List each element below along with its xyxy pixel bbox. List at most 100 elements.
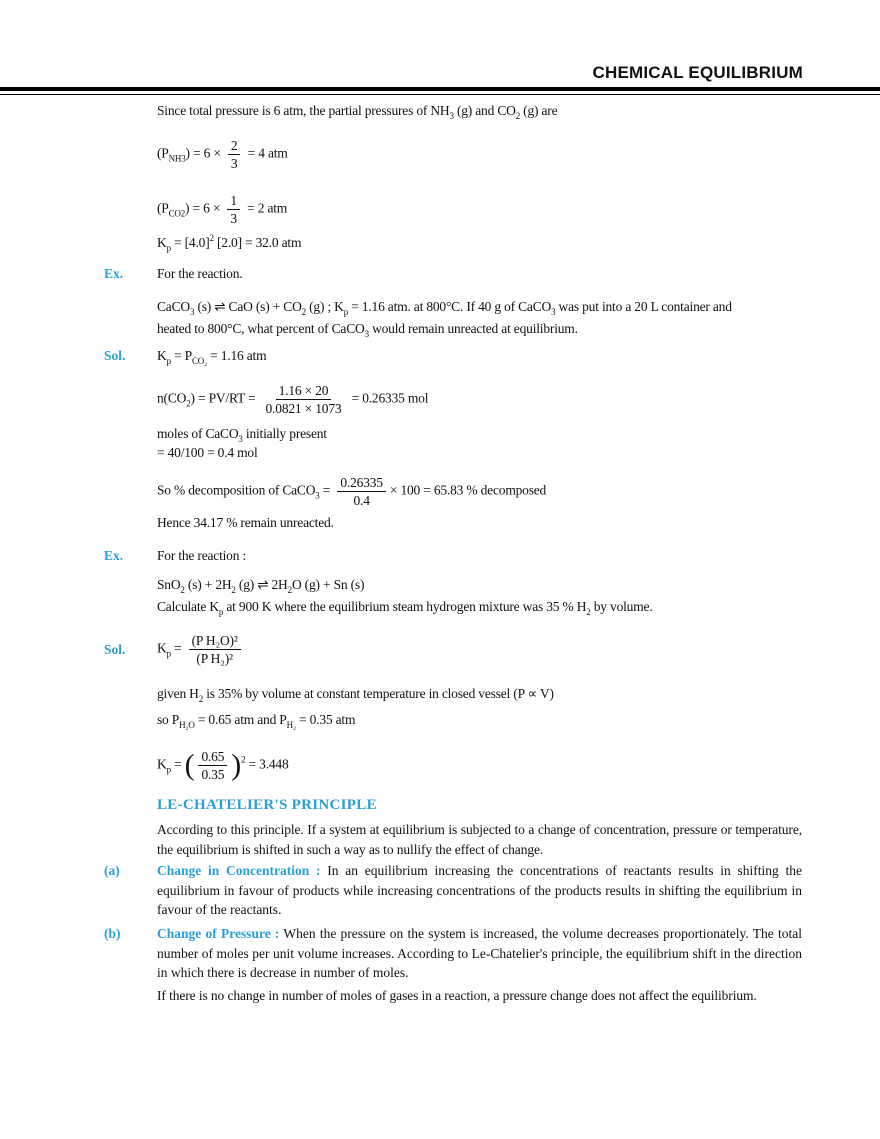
text-segment: K bbox=[157, 756, 167, 772]
text-segment: = 0.65 atm and P bbox=[194, 712, 287, 727]
subscript: 2 bbox=[287, 585, 293, 595]
numerator: 2 bbox=[227, 137, 241, 155]
text-segment: (g) are bbox=[520, 103, 558, 118]
denominator: (P H₂)² bbox=[196, 651, 233, 666]
text-segment: O (g) + Sn (s) bbox=[291, 577, 365, 592]
text-segment: (s) + 2H bbox=[184, 577, 232, 592]
text-segment: Hence 34.17 % remain unreacted. bbox=[157, 515, 334, 530]
solution-label: Sol. bbox=[104, 348, 126, 363]
text-segment: would remain unreacted at equilibrium. bbox=[368, 321, 578, 336]
solution-label: Sol. bbox=[104, 642, 126, 657]
text-segment: was put into a 20 L container and bbox=[555, 299, 732, 314]
subscript: 3 bbox=[238, 434, 243, 444]
text-segment: (P bbox=[157, 200, 169, 216]
text-segment: by volume. bbox=[590, 599, 653, 614]
text-segment: at 900 K where the equilibrium steam hyd… bbox=[223, 599, 587, 614]
text-segment: [2.0] = 32.0 atm bbox=[213, 235, 302, 250]
equation-line: Kp = (P H₂O)²(P H₂)² bbox=[157, 632, 245, 667]
subscript: 2 bbox=[231, 585, 236, 595]
concentration-paragraph: Change in Concentration : In an equilibr… bbox=[157, 861, 802, 920]
text-segment: ) = 6 × bbox=[185, 145, 224, 161]
subscript: 2 bbox=[186, 398, 191, 409]
subscript: CO bbox=[168, 208, 181, 219]
pressure-paragraph: Change of Pressure : When the pressure o… bbox=[157, 924, 802, 983]
text-segment: = 40/100 = 0.4 mol bbox=[157, 445, 258, 460]
equation-line: SnO2 (s) + 2H2 (g) ⇌ 2H2O (g) + Sn (s) bbox=[157, 576, 365, 595]
subscript: p bbox=[343, 307, 349, 317]
subscript: 2 bbox=[180, 208, 186, 219]
equation-line: Kp = PCO₂ = 1.16 atm bbox=[157, 347, 267, 366]
text-segment: = 4 atm bbox=[244, 145, 288, 161]
subscript: p bbox=[166, 356, 172, 366]
item-text: When the pressure on the system is incre… bbox=[157, 926, 802, 980]
item-marker: (a) bbox=[104, 863, 120, 878]
denominator: 3 bbox=[230, 156, 238, 171]
parenthesis: ) bbox=[231, 748, 242, 782]
subscript: 3 bbox=[364, 329, 370, 339]
text-segment: ) = 6 × bbox=[185, 200, 224, 216]
subscript: 3 bbox=[189, 307, 195, 317]
numerator: 0.65 bbox=[198, 748, 228, 766]
superscript: 2 bbox=[209, 233, 215, 243]
example-label: Ex. bbox=[104, 548, 124, 563]
superscript: 2 bbox=[241, 754, 246, 765]
item-title: Change in Concentration : bbox=[157, 863, 321, 878]
subscript: p bbox=[166, 243, 172, 253]
section-heading: LE-CHATELIER'S PRINCIPLE bbox=[157, 797, 377, 813]
text-segment: (P bbox=[157, 145, 169, 161]
text-line: CaCO3 (s) ⇌ CaO (s) + CO2 (g) ; Kp = 1.1… bbox=[157, 298, 732, 317]
subscript: 2 bbox=[180, 585, 185, 595]
text-segment: CaCO bbox=[157, 299, 190, 314]
text-segment: = [4.0] bbox=[170, 235, 210, 250]
text-segment: (s) ⇌ CaO (s) + CO bbox=[194, 299, 302, 314]
subscript: 3 bbox=[449, 111, 454, 121]
text-segment: = 0.35 atm bbox=[295, 712, 356, 727]
numerator: 1.16 × 20 bbox=[275, 382, 332, 400]
text-segment: moles of CaCO bbox=[157, 426, 239, 441]
text-segment: = 0.26335 mol bbox=[348, 390, 429, 406]
subscript: 3 bbox=[315, 490, 320, 501]
text-segment: K bbox=[157, 235, 167, 250]
subscript: CO₂ bbox=[191, 356, 207, 366]
denominator: 3 bbox=[230, 211, 237, 226]
text-segment: (g) ; K bbox=[305, 299, 344, 314]
denominator: 0.4 bbox=[353, 493, 370, 508]
text-line: given H2 is 35% by volume at constant te… bbox=[157, 685, 554, 704]
text-segment: K bbox=[157, 640, 167, 656]
text-line: Since total pressure is 6 atm, the parti… bbox=[157, 102, 558, 121]
text-segment: (g) and CO bbox=[453, 103, 516, 118]
item-marker: (b) bbox=[104, 926, 121, 941]
item-text: In an equilibrium increasing the concent… bbox=[157, 863, 802, 917]
text-segment: SnO bbox=[157, 577, 181, 592]
subscript: 3 bbox=[551, 307, 556, 317]
numerator: 0.26335 bbox=[337, 474, 386, 492]
text-segment: so P bbox=[157, 712, 180, 727]
subscript: 3 bbox=[181, 153, 186, 164]
text-segment: Calculate K bbox=[157, 599, 219, 614]
text-segment: is 35% by volume at constant temperature… bbox=[203, 686, 554, 701]
numerator: 1 bbox=[227, 192, 240, 210]
text-segment: (g) ⇌ 2H bbox=[235, 577, 288, 592]
text-segment: × 100 = 65.83 % decomposed bbox=[389, 482, 547, 498]
intro-paragraph: According to this principle. If a system… bbox=[157, 822, 802, 857]
text-line: heated to 800°C, what percent of CaCO3 w… bbox=[157, 320, 578, 339]
subscript: H₂O bbox=[179, 720, 195, 730]
equation-line: so PH₂O = 0.65 atm and PH₂ = 0.35 atm bbox=[157, 711, 356, 730]
text-segment: given H bbox=[157, 686, 199, 701]
item-title: Change of Pressure : bbox=[157, 926, 280, 941]
text-segment: For the reaction : bbox=[157, 548, 246, 563]
subscript: 2 bbox=[586, 607, 591, 617]
text-segment: K bbox=[157, 348, 167, 363]
text-segment: For the reaction. bbox=[157, 266, 243, 281]
text-segment: So % decomposition of CaCO bbox=[157, 482, 316, 498]
text-line: Calculate Kp at 900 K where the equilibr… bbox=[157, 598, 653, 617]
subscript: 2 bbox=[301, 307, 307, 317]
denominator: 0.0821 × 1073 bbox=[265, 401, 342, 416]
text-line: For the reaction : bbox=[157, 547, 246, 565]
fraction: (P H₂O)²(P H₂)² bbox=[188, 632, 241, 667]
page-header-title: CHEMICAL EQUILIBRIUM bbox=[592, 63, 803, 82]
